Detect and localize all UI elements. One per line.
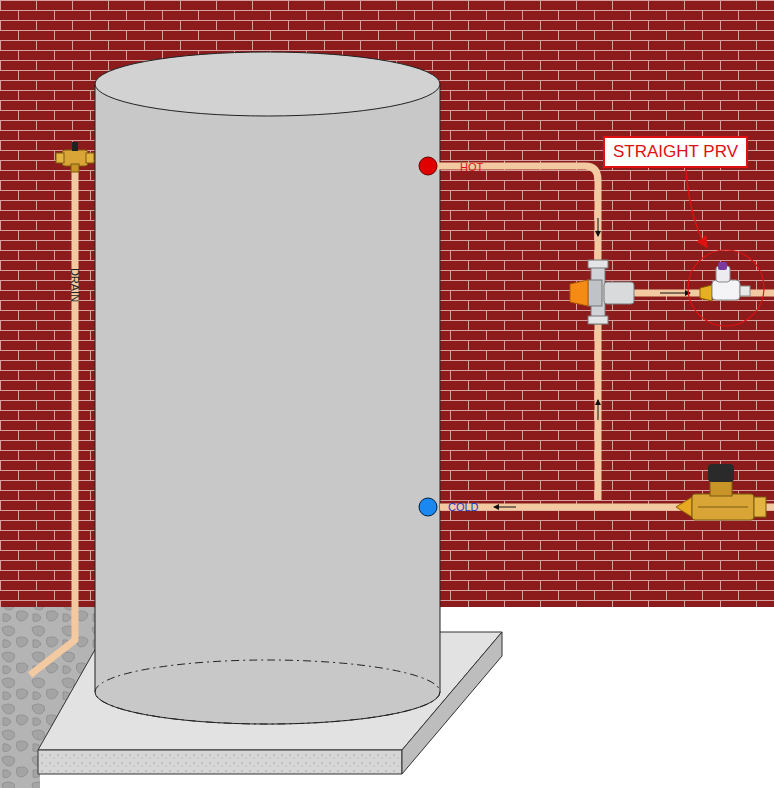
- callout-box: STRAIGHT PRV: [603, 136, 748, 168]
- pipe-label: COLD: [448, 501, 479, 513]
- pipe-label: HOT: [460, 161, 483, 173]
- callout-text: STRAIGHT PRV: [613, 142, 738, 162]
- pipe-label: DRAIN: [69, 268, 81, 302]
